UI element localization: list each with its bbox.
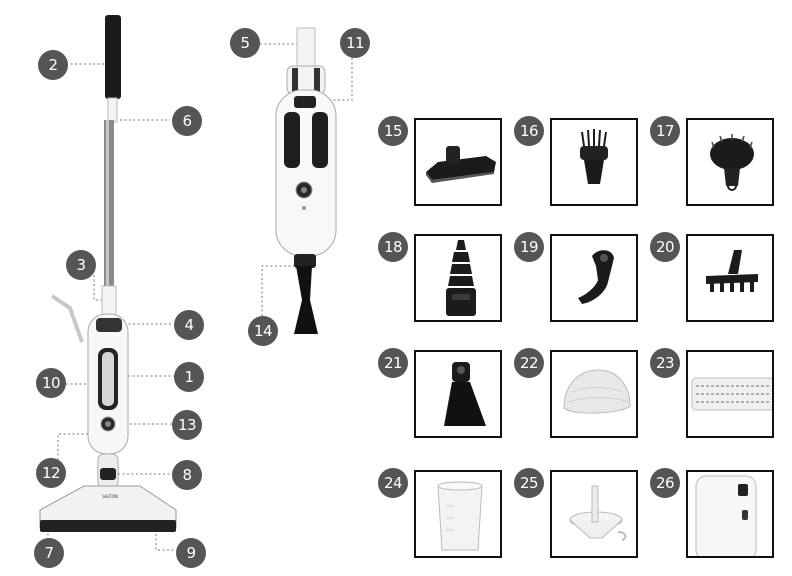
concentrator-nozzle [294,266,318,334]
accessory-box-18 [414,234,502,322]
callout-1: 1 [174,362,204,392]
callout-11: 11 [340,28,370,58]
accessory-box-19 [550,234,638,322]
microfiber-pad-icon [691,377,772,411]
callout-6: 6 [172,106,202,136]
callout-18: 18 [378,232,408,262]
flexible-nozzle-icon [446,240,476,316]
accessory-box-21 [414,350,502,438]
accessory-box-15 [414,118,502,206]
callout-10: 10 [36,368,66,398]
cord-hook [50,294,84,343]
callout-23: 23 [650,348,680,378]
callout-15: 15 [378,116,408,146]
callout-3: 3 [66,250,96,280]
pole-connector [107,97,118,123]
angled-nozzle-icon [578,250,614,304]
window-scraper-icon [706,250,758,292]
leader-lines [47,43,353,551]
callout-7: 7 [34,538,64,568]
callout-9: 9 [176,538,206,568]
accessory-box-24 [414,470,502,558]
callout-21: 21 [378,348,408,378]
round-brush-icon [710,134,754,191]
callout-4: 4 [174,310,204,340]
handle-grip [105,15,121,99]
callout-24: 24 [378,468,408,498]
accessory-box-16 [550,118,638,206]
accessory-box-20 [686,234,774,322]
measuring-cup-icon [437,481,483,551]
flat-scraper-icon [444,362,486,426]
small-brush-icon [580,129,608,184]
accessory-box-17 [686,118,774,206]
swivel-joint [100,468,116,480]
handheld-body-icon [695,475,757,556]
callout-25: 25 [514,468,544,498]
callout-26: 26 [650,468,680,498]
brand-logo: SALTON [102,494,118,499]
bonnet-cover-icon [563,369,631,414]
callout-16: 16 [514,116,544,146]
handheld-top-connector [296,27,316,73]
accessory-box-23 [686,350,774,438]
callout-17: 17 [650,116,680,146]
callout-12: 12 [36,458,66,488]
callout-22: 22 [514,348,544,378]
callout-5: 5 [230,28,260,58]
callout-20: 20 [650,232,680,262]
callout-14: 14 [248,316,278,346]
floor-head-icon [426,146,496,183]
accessory-box-26 [686,470,774,558]
callout-19: 19 [514,232,544,262]
accessory-box-25 [550,470,638,558]
callout-2: 2 [38,50,68,80]
funnel-icon [569,485,627,541]
callout-13: 13 [172,410,202,440]
callout-8: 8 [172,460,202,490]
microfiber-pad [40,520,176,532]
accessory-box-22 [550,350,638,438]
